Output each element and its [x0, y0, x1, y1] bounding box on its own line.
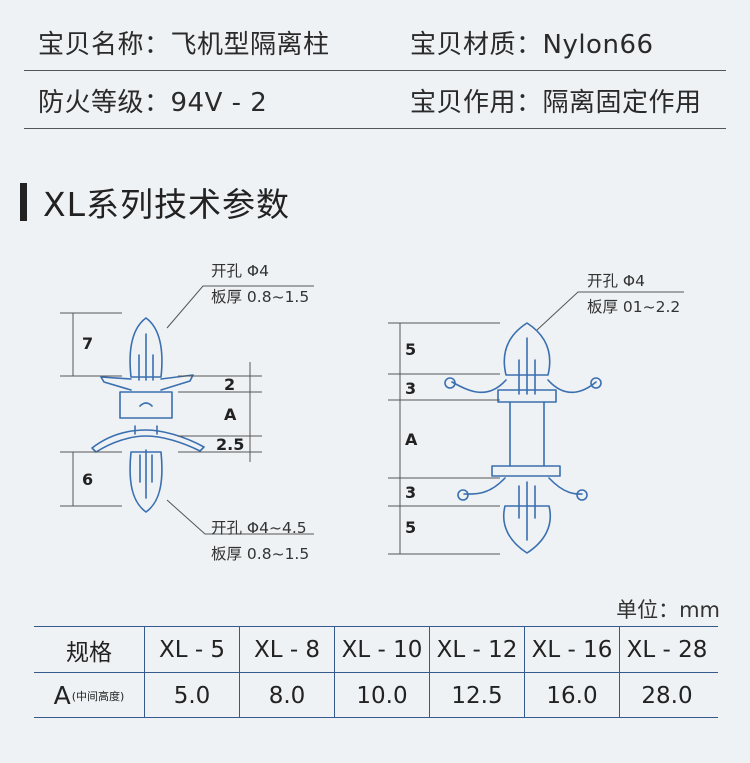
- spec-table: 规格 XL - 5 XL - 8 XL - 10 XL - 12 XL - 16…: [34, 626, 718, 718]
- left-bottom-slot: [139, 449, 153, 499]
- right-top-arrow: [503, 322, 551, 376]
- left-top-arrow: [129, 317, 163, 378]
- left-spacer-drawing: [91, 317, 205, 513]
- left-upper-wing-right: [160, 374, 194, 391]
- spec-row-label-sub: (中间高度): [71, 689, 125, 703]
- section-heading: XL系列技术参数: [20, 180, 290, 224]
- spec-col-xl-16: XL - 16: [524, 627, 619, 672]
- left-upper-wing-left: [100, 376, 132, 391]
- info-row-2: 防火等级：94V - 2 宝贝作用：隔离固定作用: [24, 72, 726, 129]
- technical-drawings: 开孔 Φ4 板厚 0.8~1.5 开孔 Φ4~4.5 板厚 0.8~1.5 7 …: [0, 250, 750, 580]
- spec-col-xl-10: XL - 10: [334, 627, 429, 672]
- product-name: 宝贝名称：飞机型隔离柱: [38, 30, 330, 60]
- spec-value-row: A(中间高度) 5.0 8.0 10.0 12.5 16.0 28.0: [34, 672, 718, 718]
- left-mid-body: [119, 391, 173, 419]
- spec-col-xl-8: XL - 8: [239, 627, 334, 672]
- right-dimension-lines: [388, 322, 500, 555]
- left-bottom-arrow: [129, 451, 163, 513]
- left-neck: [134, 425, 158, 435]
- left-dim-top: 7: [82, 334, 94, 353]
- right-upper-wing-right-tip: [590, 377, 602, 389]
- right-lower-wing-left-tip: [457, 489, 469, 501]
- left-top-slot-sides: [138, 354, 154, 381]
- spec-value-xl-10: 10.0: [334, 673, 429, 718]
- left-mid-notch: [139, 402, 153, 407]
- section-title: XL系列技术参数: [43, 185, 290, 224]
- right-bottom-arrow: [503, 505, 551, 554]
- spec-value-xl-16: 16.0: [524, 673, 619, 718]
- right-lower-wing-right-tip: [576, 489, 588, 501]
- right-top-slot: [518, 337, 536, 395]
- right-dim-lower-collar: 3: [405, 483, 417, 502]
- right-lower-collar: [491, 465, 561, 477]
- unit-label: 单位：mm: [616, 598, 720, 622]
- right-dim-a: A: [405, 430, 418, 449]
- left-dim-a: A: [224, 405, 237, 424]
- left-bottom-hole-size: 开孔 Φ4~4.5: [211, 519, 307, 537]
- right-shaft: [509, 401, 545, 467]
- left-callout-bottom: 开孔 Φ4~4.5 板厚 0.8~1.5: [211, 515, 309, 567]
- right-dim-top: 5: [405, 340, 417, 359]
- spec-header-label: 规格: [66, 639, 112, 666]
- spec-value-xl-5: 5.0: [144, 673, 239, 718]
- fire-rating: 防火等级：94V - 2: [38, 88, 268, 118]
- left-lower-wing: [91, 429, 205, 453]
- product-function: 宝贝作用：隔离固定作用: [410, 88, 702, 118]
- left-dimension-lines: [60, 312, 262, 507]
- info-row-1: 宝贝名称：飞机型隔离柱 宝贝材质：Nylon66: [24, 14, 726, 71]
- spec-value-xl-28: 28.0: [619, 673, 714, 718]
- right-upper-wing-left: [451, 379, 507, 394]
- spec-row-label: A(中间高度): [34, 673, 144, 718]
- spec-col-xl-5: XL - 5: [144, 627, 239, 672]
- right-lower-wing-right: [548, 477, 583, 495]
- right-dim-upper-collar: 3: [405, 379, 417, 398]
- right-spacer-drawing: [444, 322, 602, 554]
- right-lower-wing-left: [463, 477, 506, 495]
- right-panel-thickness: 板厚 01~2.2: [587, 298, 681, 316]
- right-bottom-slot: [518, 481, 536, 541]
- spec-row-label-main: A: [53, 681, 71, 710]
- left-dim-lower-wing: 2.5: [216, 435, 245, 454]
- right-callout-top: 开孔 Φ4 板厚 01~2.2: [587, 268, 680, 320]
- spec-col-xl-28: XL - 28: [619, 627, 714, 672]
- right-callout-leader: [536, 291, 684, 331]
- left-hole-size: 开孔 Φ4: [211, 262, 269, 280]
- right-upper-wing-right: [547, 379, 597, 394]
- right-upper-wing-left-tip: [444, 377, 456, 389]
- left-dim-wing: 2: [224, 375, 236, 394]
- spec-value-xl-12: 12.5: [429, 673, 524, 718]
- section-bar: [20, 183, 27, 221]
- spec-value-xl-8: 8.0: [239, 673, 334, 718]
- product-material: 宝贝材质：Nylon66: [410, 30, 654, 60]
- left-bottom-panel-thickness: 板厚 0.8~1.5: [211, 545, 310, 563]
- left-callout-top: 开孔 Φ4 板厚 0.8~1.5: [211, 258, 309, 310]
- right-dim-bottom: 5: [405, 518, 417, 537]
- right-upper-collar: [497, 389, 557, 403]
- left-dim-bottom: 6: [82, 470, 94, 489]
- spec-header-row: 规格 XL - 5 XL - 8 XL - 10 XL - 12 XL - 16…: [34, 627, 718, 672]
- drawing-svg: [60, 285, 684, 555]
- left-panel-thickness: 板厚 0.8~1.5: [211, 288, 310, 306]
- left-callout-leaders: [166, 285, 314, 535]
- right-hole-size: 开孔 Φ4: [587, 272, 645, 290]
- spec-col-xl-12: XL - 12: [429, 627, 524, 672]
